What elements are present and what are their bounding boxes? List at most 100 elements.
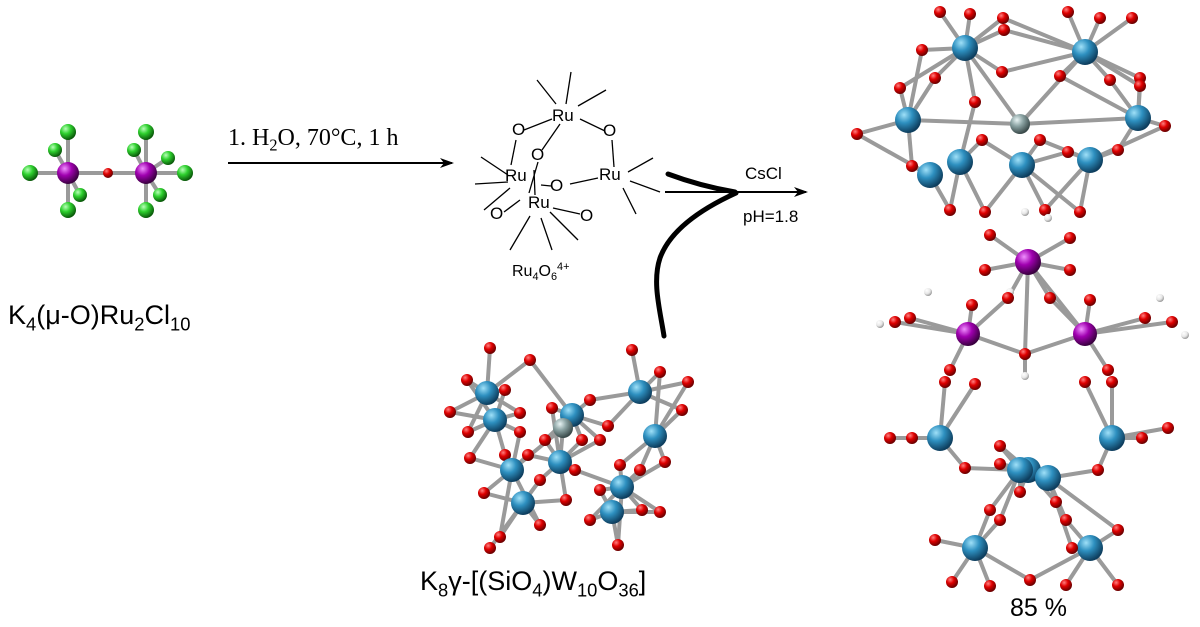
oxygen-atom (916, 44, 928, 56)
arrow-2-hook (665, 171, 738, 195)
core-atom-ru-bottom: Ru (528, 193, 550, 212)
tungsten-atom (1007, 457, 1033, 483)
oxygen-atom (654, 506, 666, 518)
oxygen-atom (1094, 12, 1106, 24)
ruthenium-atom (135, 162, 157, 184)
oxygen-atom (851, 128, 863, 140)
oxygen-atom (444, 406, 456, 418)
tungsten-atom (1072, 39, 1098, 65)
oxygen-atom (944, 204, 956, 216)
oxygen-atom (494, 531, 506, 543)
oxygen-atom (906, 432, 918, 444)
hydrogen-atom (1021, 208, 1029, 216)
oxygen-atom (569, 464, 581, 476)
chlorine-atom (60, 202, 76, 218)
tungsten-atom (1077, 147, 1103, 173)
tungsten-atom (962, 535, 988, 561)
bond (1018, 116, 1140, 126)
tungsten-atom (1077, 535, 1103, 561)
oxygen-atom (1159, 120, 1171, 132)
oxygen-atom (1079, 376, 1091, 388)
oxygen-atom (939, 376, 951, 388)
oxygen-atom (1019, 348, 1031, 360)
oxygen-atom (534, 519, 546, 531)
tungsten-atom (952, 35, 978, 61)
ruthenium-atom (956, 322, 980, 346)
oxygen-atom (626, 344, 638, 356)
ru-dimer-molecule (22, 124, 193, 218)
oxygen-atom (614, 459, 626, 471)
oxygen-atom (929, 534, 941, 546)
core-atom-o-6: O (580, 206, 594, 225)
chlorine-atom (138, 202, 154, 218)
polyoxometalate-curved-connector (654, 190, 739, 339)
oxygen-atom (889, 316, 901, 328)
chlorine-atom (177, 165, 193, 181)
tungsten-atom (927, 425, 953, 451)
oxygen-atom (636, 504, 648, 516)
oxygen-atom (979, 206, 991, 218)
oxygen-atom (1112, 579, 1124, 591)
oxygen-atom (1002, 292, 1014, 304)
oxygen-atom (1034, 134, 1046, 146)
oxygen-atom (904, 312, 916, 324)
oxygen-atom (484, 542, 496, 554)
chlorine-atom (138, 124, 154, 140)
tungsten-atom (500, 458, 524, 482)
oxygen-atom (944, 364, 956, 376)
oxygen-atom (1102, 364, 1114, 376)
tungsten-atom (947, 149, 973, 175)
oxygen-atom (612, 539, 624, 551)
core-atom-ru-right: Ru (599, 165, 621, 184)
oxygen-atom (576, 434, 588, 446)
oxygen-atom (676, 404, 688, 416)
oxygen-atom (984, 229, 996, 241)
tungsten-atom (483, 408, 507, 432)
oxygen-atom (979, 264, 991, 276)
tungsten-atom (1099, 425, 1125, 451)
oxygen-atom (539, 434, 551, 446)
oxygen-atom (894, 82, 906, 94)
oxygen-atom (682, 376, 694, 388)
oxygen-atom (946, 576, 958, 588)
oxygen-atom (1062, 146, 1074, 158)
oxygen-atom (994, 514, 1006, 526)
oxygen-atom (994, 458, 1006, 470)
core-atom-o-4: O (550, 176, 564, 195)
oxygen-atom (1136, 432, 1148, 444)
core-atom-ru-top: Ru (552, 106, 574, 125)
oxygen-atom (998, 24, 1010, 36)
hydrogen-atom (1156, 294, 1164, 302)
oxygen-atom (659, 456, 671, 468)
oxygen-atom (1166, 316, 1178, 328)
oxygen-atom (1054, 70, 1066, 82)
polyoxometalate-molecule (444, 342, 694, 554)
oxygen-atom (484, 342, 496, 354)
oxygen-atom (984, 580, 996, 592)
oxygen-atom (996, 66, 1008, 78)
oxygen-atom (984, 504, 996, 516)
oxygen-atom (1024, 574, 1036, 586)
oxygen-atom (522, 449, 534, 461)
oxygen-atom (546, 402, 558, 414)
bond (1046, 476, 1120, 532)
bond (893, 320, 970, 336)
product-ruthenium-core (876, 208, 1189, 380)
oxygen-atom (560, 494, 572, 506)
tungsten-atom (548, 450, 572, 474)
oxygen-atom (929, 72, 941, 84)
oxygen-atom (594, 434, 606, 446)
oxygen-atom (1014, 486, 1026, 498)
polyoxometalate-formula-label: K8γ-[(SiO4)W10O36] (420, 566, 647, 601)
oxygen-atom (1139, 312, 1151, 324)
oxygen-atom (654, 366, 666, 378)
oxygen-atom (103, 168, 113, 178)
oxygen-atom (994, 440, 1006, 452)
oxygen-atom (969, 378, 981, 390)
oxygen-atom (934, 6, 946, 18)
bond (1058, 74, 1140, 120)
core-atom-o-3: O (531, 145, 545, 164)
chlorine-atom (127, 143, 141, 157)
oxygen-atom (1050, 496, 1062, 508)
bond (1002, 28, 1087, 54)
